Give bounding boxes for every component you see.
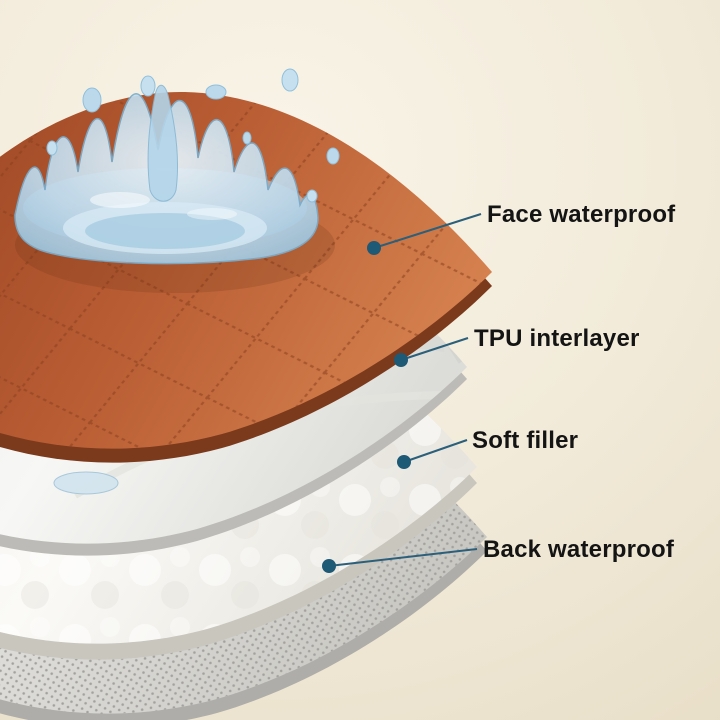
- splash-column: [147, 84, 179, 202]
- label-back-waterproof: Back waterproof: [483, 536, 675, 563]
- annotations: [322, 213, 482, 573]
- leader-line-face: [373, 213, 482, 249]
- leader-line-back: [328, 548, 478, 567]
- water-splash: [14, 68, 340, 265]
- water-droplets: [46, 68, 340, 203]
- label-tpu-interlayer: TPU interlayer: [474, 325, 640, 352]
- label-soft-filler: Soft filler: [472, 427, 579, 454]
- marker-dot-face: [367, 241, 381, 255]
- marker-dot-back: [322, 559, 336, 573]
- marker-dot-soft: [397, 455, 411, 469]
- marker-dot-tpu: [394, 353, 408, 367]
- label-face-waterproof: Face waterproof: [487, 201, 676, 228]
- leader-line-soft: [403, 439, 468, 463]
- leader-line-tpu: [400, 337, 469, 361]
